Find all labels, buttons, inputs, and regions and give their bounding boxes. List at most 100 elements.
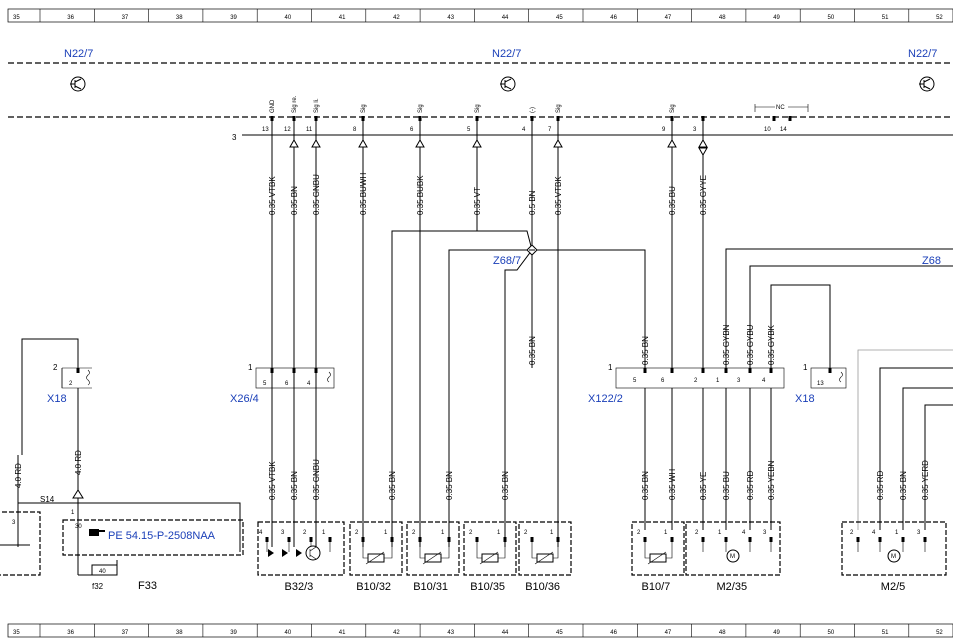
connector-num: 1 xyxy=(248,363,253,372)
module-label-right[interactable]: N22/7 xyxy=(908,48,937,60)
connector-x122-2 xyxy=(615,367,785,389)
connector-pin: 2 xyxy=(694,378,698,384)
wire-label: 4.0 RD xyxy=(74,450,83,475)
component-pin-marker xyxy=(643,537,647,542)
left-box-pin: 3 xyxy=(12,520,16,526)
connector-label-x122-2[interactable]: X122/2 xyxy=(588,393,623,405)
module-pin-marker xyxy=(418,116,422,121)
module-pin-marker xyxy=(670,116,674,121)
led-icon xyxy=(282,549,288,557)
transistor-icon xyxy=(919,76,935,92)
fuse-label: S14 xyxy=(40,495,55,504)
component-pin-number: 1 xyxy=(497,530,501,536)
splice-label[interactable]: Z68/7 xyxy=(493,255,521,267)
grid-column-label: 51 xyxy=(882,15,889,21)
connector-pin-marker xyxy=(643,368,647,373)
grid-column-label: 36 xyxy=(67,630,74,636)
fuse-terminal: 30 xyxy=(75,524,82,530)
grid-column-label: 41 xyxy=(339,630,346,636)
wire-label: 0.35 WH xyxy=(668,469,677,500)
connector-pin-marker xyxy=(76,368,80,373)
grid-column-label: 43 xyxy=(447,15,454,21)
wire-label: 0.35 GNBU xyxy=(312,174,321,215)
connector-pin: 13 xyxy=(817,381,824,387)
connector-label-x18-right[interactable]: X18 xyxy=(795,393,815,405)
module-pin-marker xyxy=(788,116,792,121)
component-pin-number: 2 xyxy=(412,530,416,536)
component-pin-number: 1 xyxy=(895,530,899,536)
wire-arrow-icon xyxy=(311,138,321,148)
module-pin-marker xyxy=(556,116,560,121)
grid-column-label: 48 xyxy=(719,15,726,21)
component-pin-marker xyxy=(748,537,752,542)
motor-icon xyxy=(887,549,901,563)
component-label: B10/36 xyxy=(525,581,560,593)
component-pin-marker xyxy=(701,537,705,542)
grid-column-label: 37 xyxy=(122,15,129,21)
wire-label: 0.35 YE xyxy=(699,472,708,500)
module-pin-marker xyxy=(475,116,479,121)
connector-label-x26-4[interactable]: X26/4 xyxy=(230,393,259,405)
grid-column-label: 35 xyxy=(13,15,20,21)
component-pin-number: 1 xyxy=(384,530,388,536)
component-pin-marker xyxy=(265,537,269,542)
left-component-box xyxy=(0,511,41,576)
grid-column-label: 47 xyxy=(665,15,672,21)
splice-label-right[interactable]: Z68 xyxy=(922,255,941,267)
wire-arrow-icon xyxy=(553,138,563,148)
grid-column-label: 38 xyxy=(176,15,183,21)
wire-label: 0.35 GYBK xyxy=(767,324,776,365)
component-pin-number: 4 xyxy=(742,530,746,536)
grid-column-label: 40 xyxy=(285,15,292,21)
component-pin-marker xyxy=(878,537,882,542)
fuse-reference-link[interactable]: PE 54.15-P-2508NAA xyxy=(108,530,216,542)
grid-column-label: 46 xyxy=(610,630,617,636)
component-pin-marker xyxy=(309,537,313,542)
module-pin-marker xyxy=(292,116,296,121)
wire-arrow-icon xyxy=(698,147,708,157)
wire-label: 0.35 GYYE xyxy=(699,175,708,215)
component-pin-number: 2 xyxy=(469,530,473,536)
wire-label: 0.35 BN xyxy=(388,471,397,500)
module-label-left[interactable]: N22/7 xyxy=(64,48,93,60)
module-pin-number: 3 xyxy=(693,127,697,133)
wire-label: 0.5 BN xyxy=(528,190,537,215)
splice-icon xyxy=(526,244,538,256)
component-pin-marker xyxy=(328,537,332,542)
component-label: B10/31 xyxy=(413,581,448,593)
component-pin-number: 2 xyxy=(355,530,359,536)
component-pin-marker xyxy=(390,537,394,542)
module-pin-number: 11 xyxy=(306,127,313,133)
module-pin-signal: Sig xyxy=(556,104,562,113)
component-pin-marker xyxy=(556,537,560,542)
wire-label: 0.35 VTBK xyxy=(554,176,563,215)
component-pin-marker xyxy=(769,537,773,542)
component-label: M2/35 xyxy=(717,581,748,593)
component-pin-number: 2 xyxy=(850,530,854,536)
module-pin-marker xyxy=(314,116,318,121)
connector-pin: 4 xyxy=(307,381,311,387)
grid-column-label: 36 xyxy=(67,15,74,21)
grid-column-label: 43 xyxy=(447,630,454,636)
connector-pin: 6 xyxy=(285,381,289,387)
component-pin-marker xyxy=(361,537,365,542)
component-pin-marker xyxy=(447,537,451,542)
wire-label: 0.35 BU xyxy=(668,186,677,215)
connector-pin: 2 xyxy=(69,381,73,387)
module-pin-signal: Sig li. xyxy=(314,98,320,113)
connector-pin: 5 xyxy=(633,378,637,384)
module-label-mid[interactable]: N22/7 xyxy=(492,48,521,60)
wire-label: 0.35 RD xyxy=(746,470,755,500)
connector-num: 1 xyxy=(803,363,808,372)
wire-label: 0.35 BN xyxy=(290,186,299,215)
connector-label-x18[interactable]: X18 xyxy=(47,393,67,405)
module-pin-signal: Sig xyxy=(475,104,481,113)
grid-column-label: 35 xyxy=(13,630,20,636)
wire-arrow-icon xyxy=(667,138,677,148)
fuse-block-label: F33 xyxy=(138,580,157,592)
connector-num: 1 xyxy=(608,363,613,372)
